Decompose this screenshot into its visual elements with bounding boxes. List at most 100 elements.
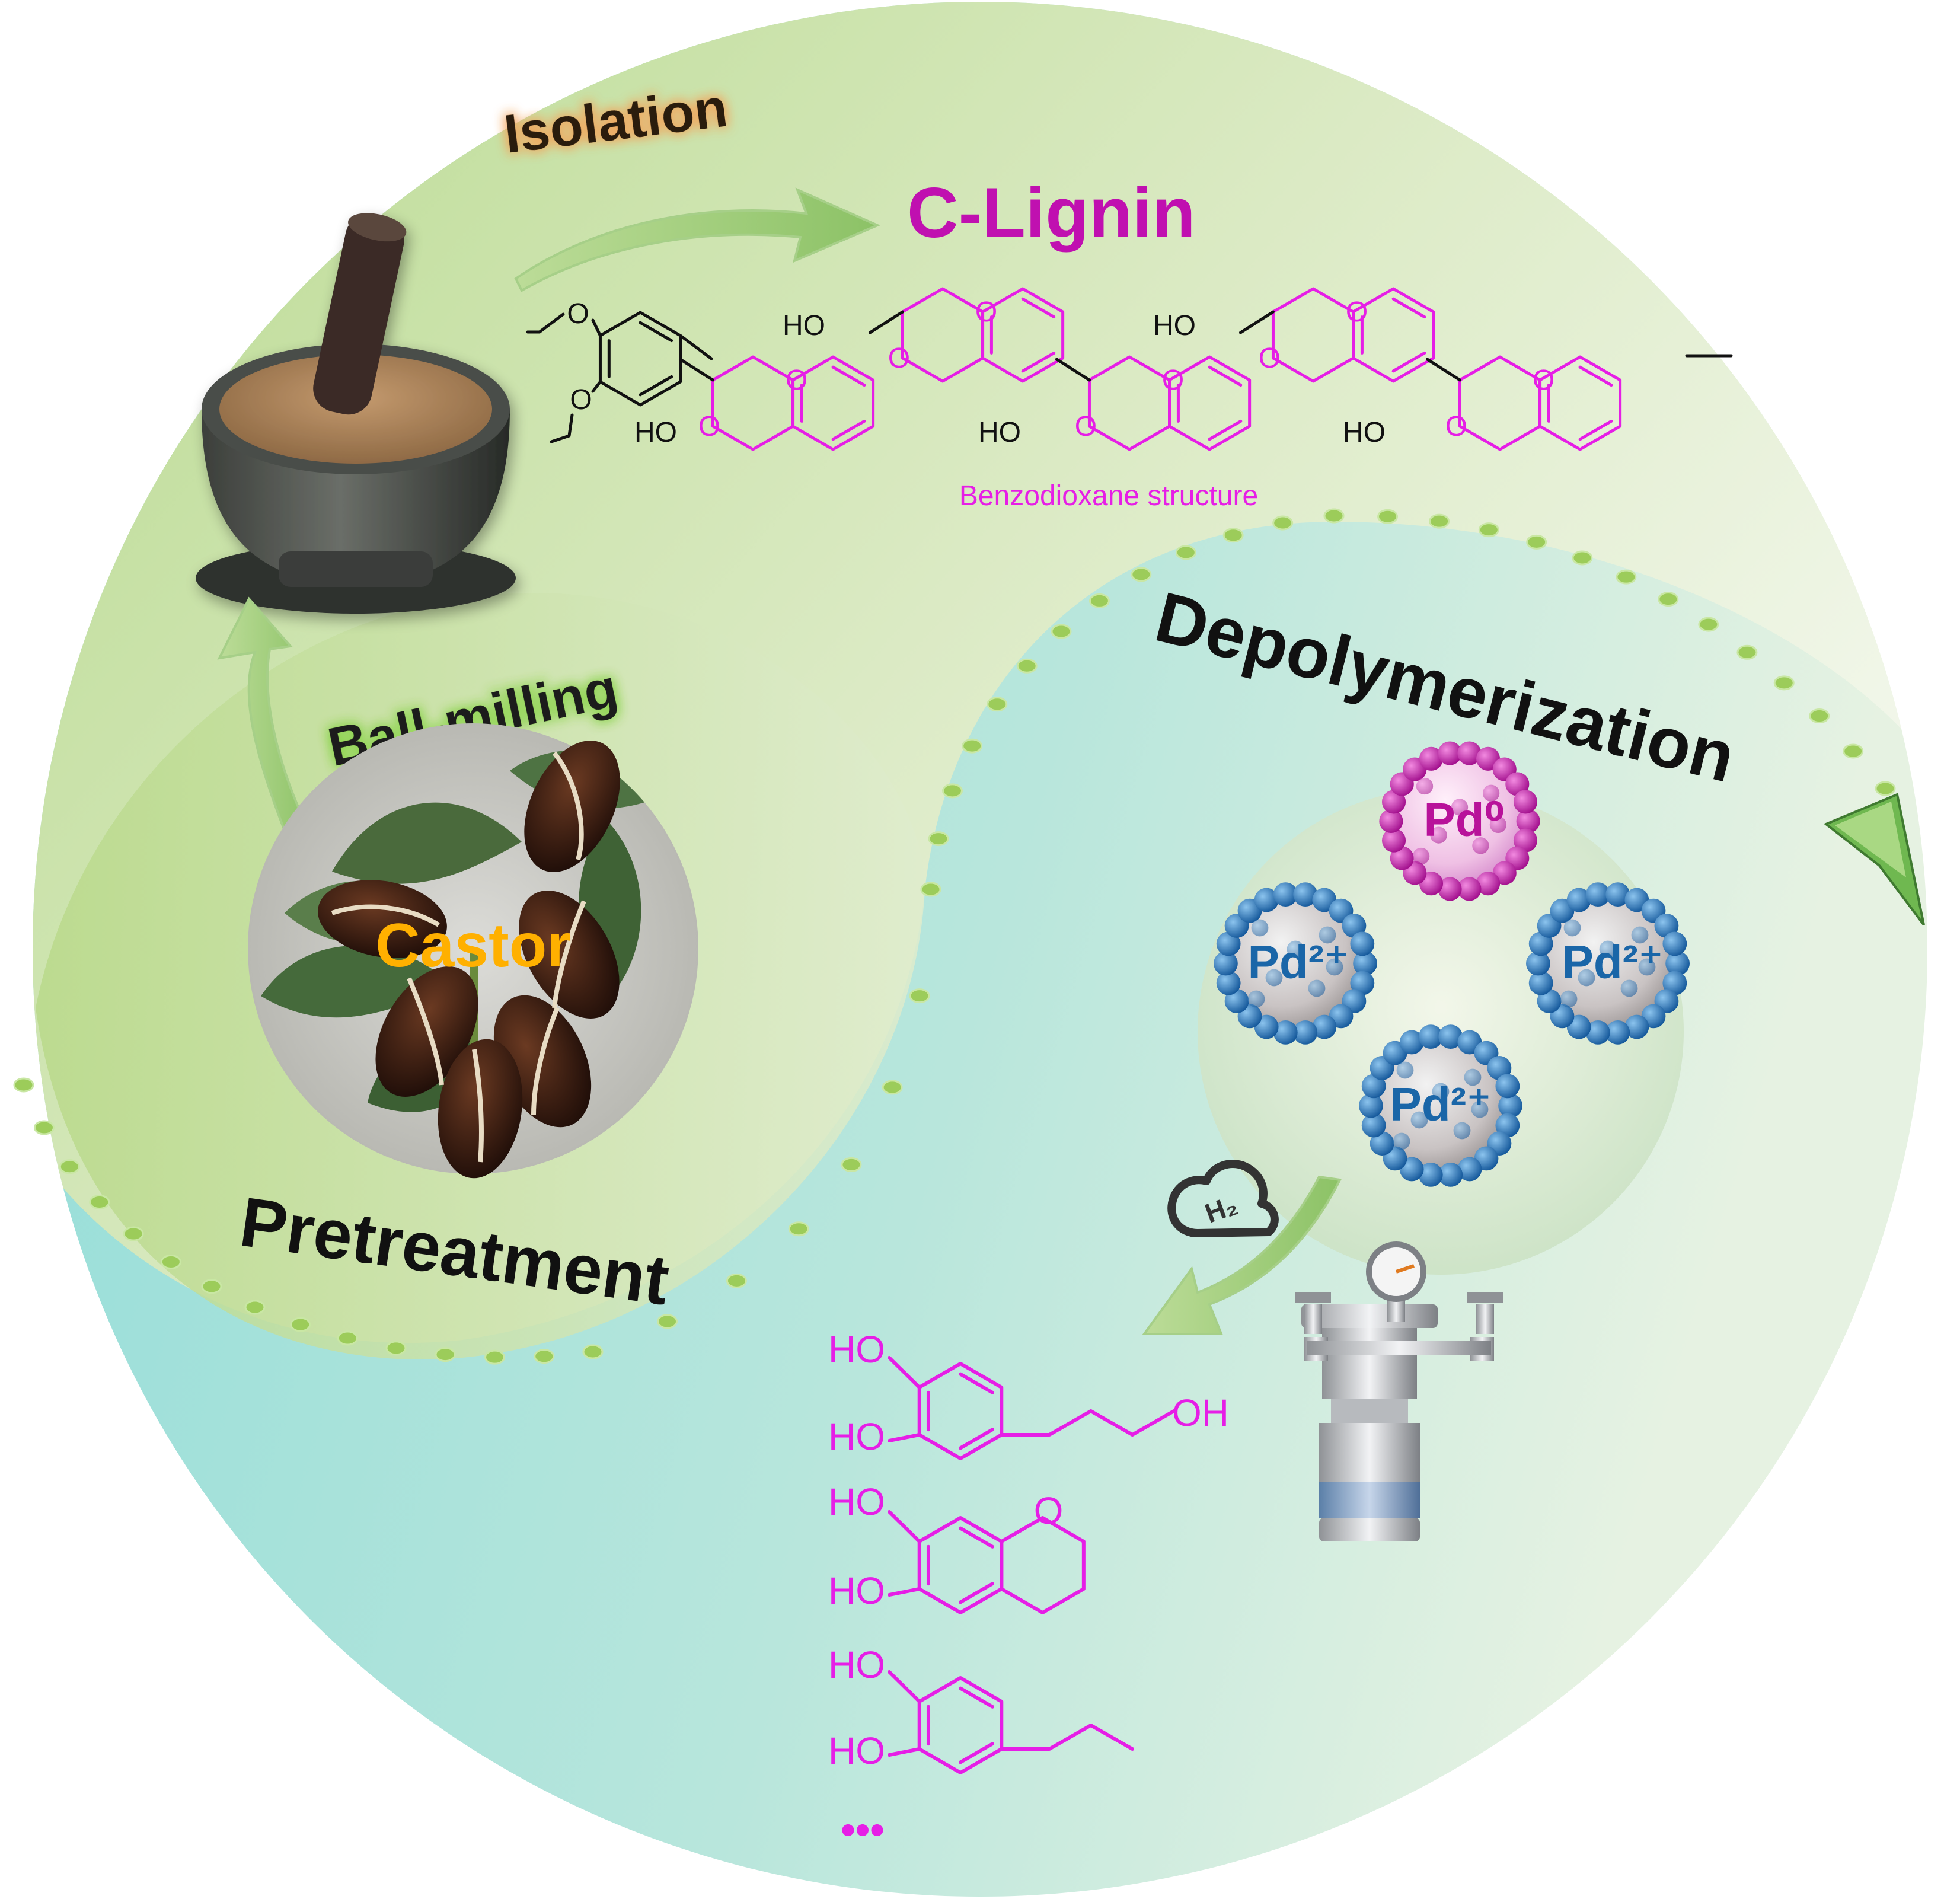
double-bond <box>639 321 673 343</box>
benzene-ring <box>1352 287 1435 383</box>
surface-bead <box>1498 1093 1523 1118</box>
inner-bead <box>1416 777 1434 795</box>
hydroxyl-label: HO <box>978 417 1021 448</box>
pd0-sphere <box>1379 741 1540 901</box>
surface-bead <box>1350 971 1375 995</box>
bond <box>868 310 904 334</box>
inner-bead <box>1489 816 1507 834</box>
surface-bead <box>1273 882 1298 907</box>
pd2-label-left: Pd²⁺ <box>1247 936 1349 988</box>
surface-bead <box>1419 746 1444 771</box>
surface-bead <box>1399 1030 1424 1055</box>
surface-bead <box>1350 931 1375 956</box>
pyran-ring <box>1000 1516 1086 1614</box>
double-bond <box>959 1372 995 1394</box>
boundary-dot <box>1323 508 1345 524</box>
oxygen-label: O <box>1034 1489 1064 1532</box>
surface-bead <box>1438 1163 1463 1187</box>
boundary-dot <box>59 1159 80 1174</box>
bond <box>888 1747 921 1757</box>
surface-bead <box>1605 1020 1630 1045</box>
benzene-ring <box>981 287 1065 383</box>
hydroxyl-label: HO <box>783 310 825 341</box>
alkyl-chain <box>1000 1409 1176 1437</box>
surface-bead <box>1457 877 1482 901</box>
surface-bead <box>1359 1093 1383 1118</box>
boundary-dot <box>435 1347 456 1362</box>
boundary-dot <box>534 1349 555 1364</box>
boundary-dot <box>1478 522 1499 538</box>
atom-label: O <box>570 384 592 416</box>
boundary-dot <box>1175 545 1196 560</box>
hydroxyl-label: HO <box>1153 310 1196 341</box>
surface-bead <box>1495 1074 1520 1099</box>
double-bond <box>1391 297 1426 319</box>
inner-bead <box>1563 919 1581 937</box>
surface-bead <box>1457 1157 1482 1182</box>
inner-bead <box>1560 990 1578 1008</box>
ball-milling-arrow <box>217 596 316 856</box>
surface-bead <box>1438 877 1462 901</box>
double-bond <box>639 375 673 397</box>
boundary-dot <box>657 1314 678 1329</box>
oxygen-label: O <box>1346 296 1368 328</box>
surface-bead <box>1438 1024 1463 1049</box>
surface-bead <box>1342 914 1367 938</box>
inner-bead <box>1393 1132 1410 1150</box>
surface-bead <box>1418 1024 1443 1049</box>
inner-bead <box>1412 847 1430 865</box>
inner-bead <box>1319 926 1336 944</box>
boundary-dot <box>920 882 941 897</box>
inner-bead <box>1599 940 1617 958</box>
surface-bead <box>1273 1020 1298 1045</box>
dotted-boundary-right <box>920 508 1896 897</box>
bond <box>591 318 602 337</box>
inner-bead <box>1472 837 1489 854</box>
surface-bead <box>1665 951 1690 976</box>
bond <box>538 312 565 334</box>
boundary-dot <box>882 1080 903 1095</box>
boundary-dot <box>201 1279 222 1294</box>
catalyst-spheres <box>1213 741 1690 1187</box>
surface-bead <box>1418 1163 1443 1187</box>
surface-bead <box>1293 882 1318 907</box>
oxygen-label: O <box>698 411 720 442</box>
surface-bead <box>1662 971 1687 995</box>
hydroxyl-label: HO <box>828 1729 885 1772</box>
boundary-dot <box>385 1341 407 1356</box>
oxygen-label: O <box>1259 343 1281 374</box>
boundary-dot <box>123 1226 144 1241</box>
double-bond <box>1021 351 1056 373</box>
boundary-dot <box>1088 593 1110 608</box>
inner-bead <box>1430 826 1447 844</box>
oxygen-label: O <box>1445 411 1467 442</box>
double-bond <box>959 1582 995 1604</box>
hydroxyl-label: HO <box>828 1480 885 1523</box>
benzene-ring <box>1538 355 1622 451</box>
boundary-dot <box>928 831 949 847</box>
boundary-dot <box>290 1317 311 1332</box>
bond <box>1238 310 1275 334</box>
surface-bead <box>1361 1074 1386 1099</box>
bond <box>1425 358 1461 382</box>
hydroxyl-label: HO <box>828 1643 885 1686</box>
boundary-dot <box>1222 528 1244 543</box>
boundary-dot <box>962 738 983 754</box>
boundary-dot <box>1809 708 1830 724</box>
c-lignin-title: C-Lignin <box>907 173 1196 253</box>
pd2-sphere-right <box>1526 882 1690 1045</box>
inner-bead <box>1451 799 1469 816</box>
surface-bead <box>1526 951 1550 976</box>
boundary-dot <box>788 1221 809 1237</box>
boundary-dot <box>337 1330 358 1346</box>
surface-bead <box>1605 882 1630 907</box>
surface-bead <box>1624 1014 1649 1039</box>
boundary-dot <box>484 1349 506 1365</box>
oxygen-label: O <box>1075 411 1097 442</box>
surface-bead <box>1528 931 1553 956</box>
double-bond <box>1208 419 1243 441</box>
surface-bead <box>1353 951 1378 976</box>
